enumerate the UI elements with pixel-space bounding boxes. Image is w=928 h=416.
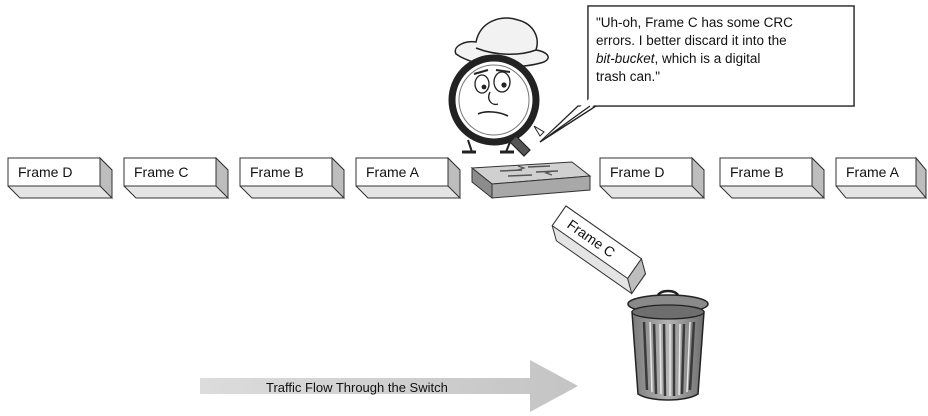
network-switch-icon <box>470 161 592 200</box>
outgoing-frame-d: Frame D <box>599 156 705 200</box>
frame-label: Frame C <box>134 164 188 180</box>
incoming-frame-a: Frame A <box>355 156 461 200</box>
frame-label: Frame D <box>18 164 72 180</box>
outgoing-frame-b: Frame B <box>719 156 825 200</box>
bit-bucket-term: bit-bucket <box>596 51 655 66</box>
frame-label: Frame B <box>250 164 304 180</box>
discarded-frame-c: Frame C <box>551 205 646 295</box>
traffic-flow-arrow: Traffic Flow Through the Switch <box>200 360 578 412</box>
incoming-frame-b: Frame B <box>239 156 345 200</box>
incoming-frame-d: Frame D <box>7 156 113 200</box>
detective-inspector-icon <box>448 17 549 157</box>
speech-bubble-text: "Uh-oh, Frame C has some CRC errors. I b… <box>596 14 846 86</box>
outgoing-frame-a: Frame A <box>835 156 927 200</box>
speech-line-3: bit-bucket, which is a digital <box>596 50 846 68</box>
speech-line-4: trash can." <box>596 69 661 84</box>
frame-label: Frame D <box>610 164 664 180</box>
frame-label: Frame B <box>730 164 784 180</box>
traffic-flow-label: Traffic Flow Through the Switch <box>266 380 448 395</box>
frame-label: Frame A <box>366 164 420 180</box>
frame-label: Frame A <box>846 164 900 180</box>
speech-bubble <box>539 5 855 143</box>
speech-line-1: "Uh-oh, Frame C has some CRC <box>596 15 793 30</box>
trash-can-icon <box>627 289 709 401</box>
speech-line-2: errors. I better discard it into the <box>596 33 787 48</box>
speech-line-3-rest: , which is a digital <box>654 51 761 66</box>
incoming-frame-c: Frame C <box>123 156 229 200</box>
